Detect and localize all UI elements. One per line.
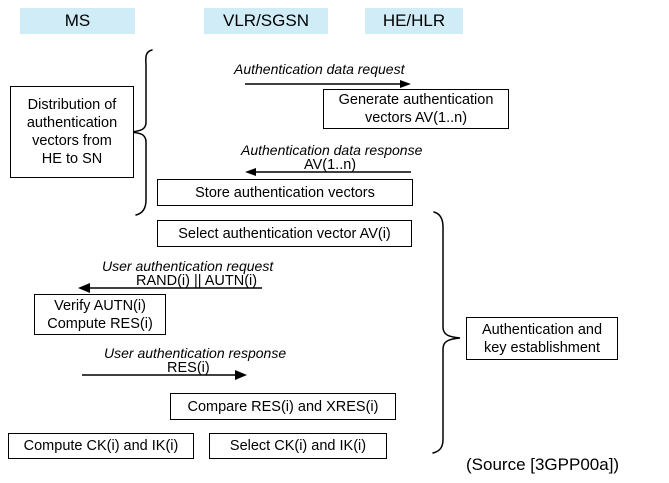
message-sub-user-authentication-request: RAND(i) || AUTN(i)	[136, 273, 258, 289]
generate-av-line-2: vectors AV(1..n)	[364, 110, 468, 126]
lane-label-ms: MS	[64, 11, 91, 30]
select-av-label: Select authentication vector AV(i)	[178, 225, 391, 242]
compute-ck-ik-label: Compute CK(i) and IK(i)	[23, 438, 179, 454]
lane-header-ms: MS	[20, 8, 135, 34]
authentication-data-response-arrow-head	[245, 168, 256, 176]
lane-header-vlr-sgsn: VLR/SGSN	[204, 8, 328, 34]
action-box-generate-authentication-vectors: Generate authentication vectors AV(1..n)	[323, 89, 509, 129]
message-label-user-authentication-request: User authentication request	[102, 258, 274, 274]
phase-line-4: HE to SN	[41, 151, 103, 167]
action-box-store-authentication-vectors: Store authentication vectors	[157, 179, 413, 206]
message-sub-authentication-data-response: AV(1..n)	[304, 157, 357, 173]
action-box-compare-res-and-xres: Compare RES(i) and XRES(i)	[170, 393, 396, 420]
authentication-data-request-arrow-head	[400, 80, 411, 88]
message-sub-user-authentication-response: RES(i)	[167, 360, 210, 376]
lane-label-he-hlr: HE/HLR	[382, 11, 446, 30]
phase-line-2: authentication	[26, 115, 118, 131]
action-box-compute-ck-and-ik: Compute CK(i) and IK(i)	[8, 433, 194, 459]
phase-box-distribution-of-authentication-vectors: Distribution of authentication vectors f…	[10, 86, 134, 178]
lane-label-vlr-sgsn: VLR/SGSN	[223, 11, 309, 30]
verify-autn-line-2: Compute RES(i)	[47, 315, 153, 332]
verify-autn-line-1: Verify AUTN(i)	[54, 297, 146, 314]
phase-box-authentication-and-key-establishment: Authentication and key establishment	[466, 317, 618, 360]
user-authentication-request-arrow-head	[78, 283, 90, 293]
message-label-authentication-data-response: Authentication data response	[241, 142, 423, 158]
action-box-verify-autn-compute-res: Verify AUTN(i) Compute RES(i)	[34, 294, 166, 335]
compare-res-label: Compare RES(i) and XRES(i)	[187, 398, 379, 415]
distribution-brace-icon	[130, 49, 153, 216]
source-note: (Source [3GPP00a])	[466, 455, 620, 474]
message-label-user-authentication-response: User authentication response	[104, 345, 287, 361]
user-authentication-response-arrow-head	[235, 370, 247, 380]
message-label-authentication-data-request: Authentication data request	[234, 61, 405, 77]
lane-header-he-hlr: HE/HLR	[365, 8, 463, 34]
store-av-label: Store authentication vectors	[195, 184, 375, 201]
phase2-line-1: Authentication and	[481, 321, 603, 338]
generate-av-line-1: Generate authentication	[338, 92, 494, 108]
authentication-brace-icon	[432, 211, 461, 454]
action-box-select-ck-and-ik: Select CK(i) and IK(i)	[209, 433, 387, 459]
phase2-line-2: key establishment	[483, 339, 601, 356]
action-box-select-authentication-vector: Select authentication vector AV(i)	[157, 220, 412, 247]
select-ck-ik-label: Select CK(i) and IK(i)	[229, 438, 367, 454]
phase-line-3: vectors from	[32, 133, 112, 149]
phase-line-1: Distribution of	[27, 97, 117, 113]
